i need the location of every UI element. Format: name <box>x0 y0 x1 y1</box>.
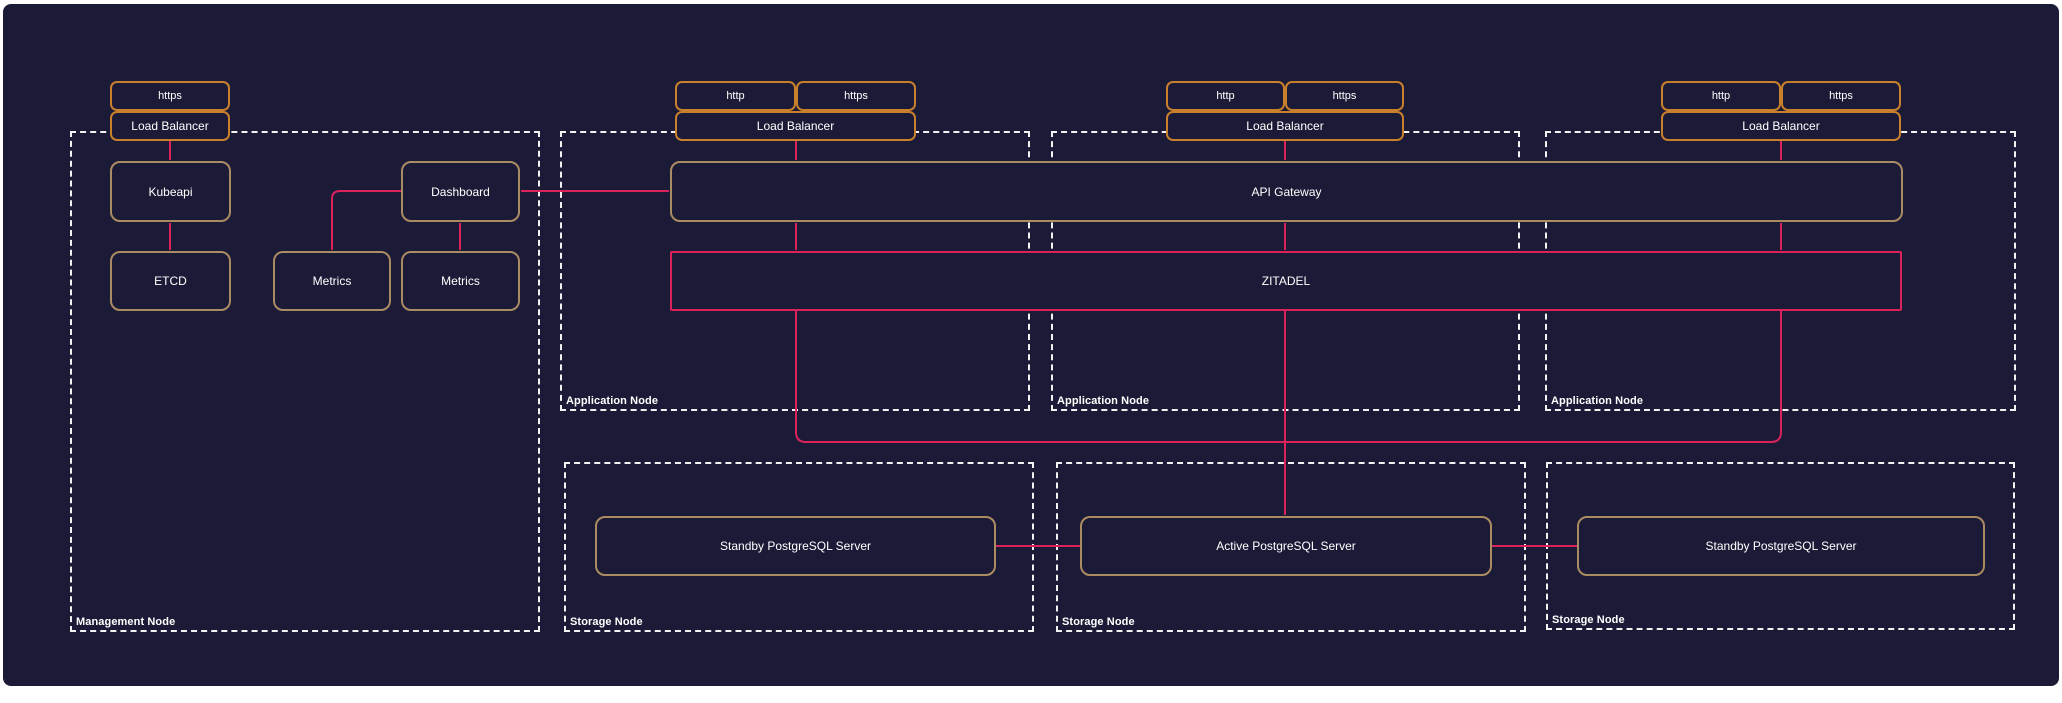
storage-node-group-2: Storage Node <box>1056 462 1526 632</box>
dashboard-box: Dashboard <box>401 161 520 222</box>
app3-lb-https-label: https <box>1829 90 1853 102</box>
zitadel-label: ZITADEL <box>1261 274 1311 288</box>
standby-postgresql-server-2-label: Standby PostgreSQL Server <box>1705 539 1857 553</box>
app2-load-balancer-label: Load Balancer <box>1246 119 1324 133</box>
metrics-left-label: Metrics <box>312 274 352 288</box>
app1-load-balancer-label: Load Balancer <box>756 119 835 133</box>
metrics-right-label: Metrics <box>441 274 480 288</box>
active-postgresql-server-box: Active PostgreSQL Server <box>1080 516 1492 576</box>
app2-lb-https-cell: https <box>1285 81 1404 111</box>
management-node-label: Management Node <box>76 616 176 628</box>
app2-load-balancer: Load Balancer <box>1166 111 1404 141</box>
storage-node-label-3: Storage Node <box>1552 614 1625 626</box>
mgmt-lb-https-label: https <box>158 90 182 102</box>
api-gateway-label: API Gateway <box>1251 184 1322 199</box>
zitadel-box: ZITADEL <box>670 251 1902 311</box>
metrics-right-box: Metrics <box>401 251 520 311</box>
storage-node-group-1: Storage Node <box>564 462 1034 632</box>
app2-lb-https-label: https <box>1332 90 1357 102</box>
management-node-group: Management Node <box>70 131 540 632</box>
app3-load-balancer: Load Balancer <box>1661 111 1901 141</box>
app1-load-balancer: Load Balancer <box>675 111 916 141</box>
app1-lb-https-cell: https <box>796 81 916 111</box>
storage-node-label-1: Storage Node <box>570 616 643 628</box>
app3-load-balancer-label: Load Balancer <box>1742 119 1820 133</box>
app1-lb-https-label: https <box>844 90 868 102</box>
kubeapi-label: Kubeapi <box>148 184 193 199</box>
app3-lb-http-cell: http <box>1661 81 1781 111</box>
storage-node-label-2: Storage Node <box>1062 616 1135 628</box>
mgmt-lb-https-cell: https <box>110 81 230 111</box>
app1-lb-http-cell: http <box>675 81 796 111</box>
standby-postgresql-server-1-box: Standby PostgreSQL Server <box>595 516 996 576</box>
metrics-left-box: Metrics <box>273 251 391 311</box>
api-gateway-box: API Gateway <box>670 161 1903 222</box>
app1-lb-http-label: http <box>726 90 745 102</box>
active-postgresql-server-label: Active PostgreSQL Server <box>1216 539 1356 553</box>
application-node-label-2: Application Node <box>1057 395 1150 407</box>
kubeapi-box: Kubeapi <box>110 161 231 222</box>
application-node-label-3: Application Node <box>1551 395 1644 407</box>
mgmt-load-balancer-label: Load Balancer <box>131 119 209 133</box>
dashboard-label: Dashboard <box>431 184 490 199</box>
etcd-label: ETCD <box>154 274 187 288</box>
mgmt-load-balancer: Load Balancer <box>110 111 230 141</box>
standby-postgresql-server-2-box: Standby PostgreSQL Server <box>1577 516 1985 576</box>
application-node-label-1: Application Node <box>566 395 659 407</box>
app3-lb-http-label: http <box>1711 90 1731 102</box>
etcd-box: ETCD <box>110 251 231 311</box>
standby-postgresql-server-1-label: Standby PostgreSQL Server <box>720 539 871 553</box>
app2-lb-http-cell: http <box>1166 81 1285 111</box>
app3-lb-https-cell: https <box>1781 81 1901 111</box>
app2-lb-http-label: http <box>1216 90 1235 102</box>
